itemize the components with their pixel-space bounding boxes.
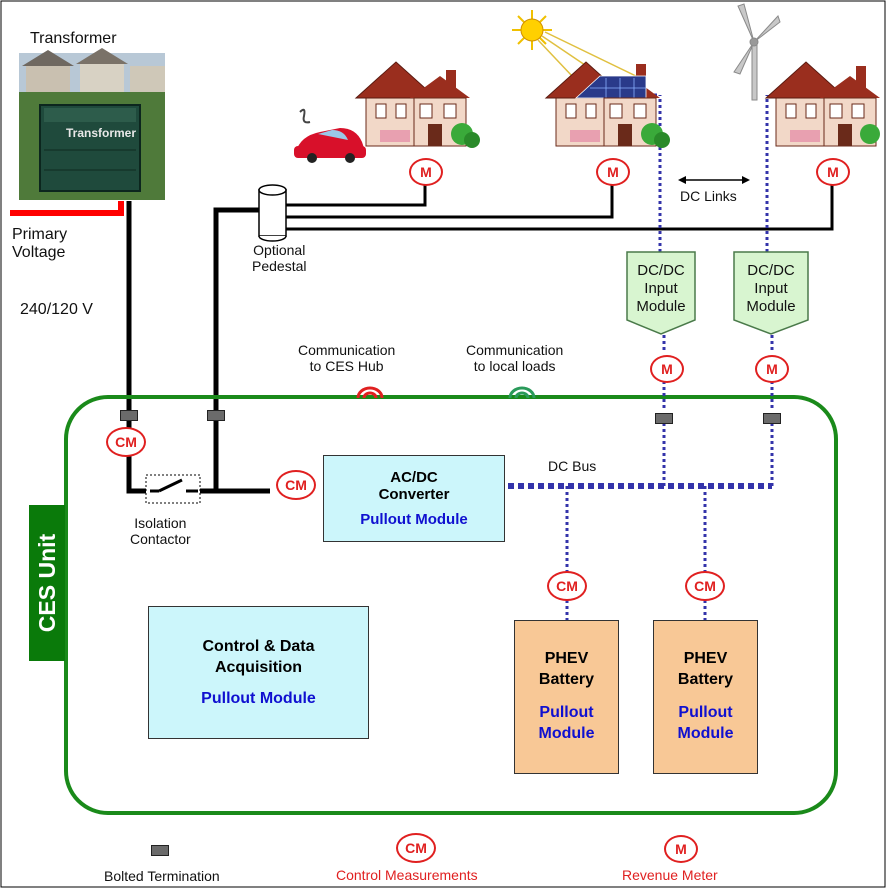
control-meter-phev-2: CM (685, 571, 725, 601)
ces-unit-label: CES Unit (33, 533, 60, 633)
comm-local-icon (508, 386, 536, 399)
phev-1-pullout-label: Pullout Module (538, 704, 595, 742)
pedestal-icon (258, 184, 287, 242)
comm-hub-icon (356, 386, 384, 399)
legend-m-label: Revenue Meter (622, 867, 718, 883)
phev-2-pullout-label: Pullout Module (677, 704, 734, 742)
revenue-meter-dcdc-right: M (755, 355, 789, 383)
legend-bolted-label: Bolted Termination (104, 868, 220, 884)
comm-ces-hub-label: Communication to CES Hub (298, 342, 396, 375)
phev-battery-2-module: PHEV Battery Pullout Module (653, 620, 758, 774)
house-2-icon (544, 61, 670, 148)
dcdc-left-module: DC/DC Input Module (636, 262, 686, 315)
primary-voltage-label: Primary Voltage (12, 226, 68, 262)
revenue-meter-house-1: M (409, 158, 443, 186)
legend-m-symbol: M (664, 835, 698, 863)
ces-unit-tab (29, 505, 65, 661)
bolted-termination-pedestal (207, 410, 225, 421)
control-title: Control & Data Acquisition (202, 637, 315, 676)
revenue-meter-house-2: M (596, 158, 630, 186)
service-voltage-label: 240/120 V (20, 301, 93, 318)
acdc-converter-module: AC/DC Converter Pullout Module (323, 455, 505, 542)
dcdc-left-shape (626, 251, 696, 335)
optional-pedestal-label: Optional Pedestal (252, 242, 307, 275)
control-meter-acdc: CM (276, 470, 316, 500)
dc-links-label: DC Links (680, 188, 737, 204)
revenue-meter-house-3: M (816, 158, 850, 186)
isolation-contactor-label: Isolation Contactor (130, 515, 191, 548)
legend-cm-label: Control Measurements (336, 867, 478, 883)
legend-cm-symbol: CM (396, 833, 436, 863)
control-pullout-label: Pullout Module (201, 690, 316, 708)
dc-links-arrow (678, 176, 750, 184)
control-data-module: Control & Data Acquisition Pullout Modul… (148, 606, 369, 739)
dcdc-right-module: DC/DC Input Module (746, 262, 796, 315)
phev-1-title: PHEV Battery (538, 650, 595, 689)
dcdc-right-shape (733, 251, 809, 335)
phev-2-title: PHEV Battery (677, 650, 734, 689)
house-1-icon (354, 61, 480, 148)
phev-battery-1-module: PHEV Battery Pullout Module (514, 620, 619, 774)
revenue-meter-dcdc-left: M (650, 355, 684, 383)
house-3-icon (764, 61, 880, 147)
transformer-plate-label: Transformer (66, 126, 137, 140)
control-meter-service: CM (106, 427, 146, 457)
bolted-termination-service (120, 410, 138, 421)
service-wiring (126, 201, 270, 494)
bolted-termination-dcdc-right (763, 413, 781, 424)
dc-bus-lines (508, 93, 774, 620)
house-feeders (286, 180, 834, 231)
acdc-title: AC/DC Converter (378, 468, 450, 503)
acdc-pullout-label: Pullout Module (360, 511, 468, 529)
transformer-photo (19, 48, 165, 200)
primary-voltage-line (10, 201, 124, 216)
legend-bolted-symbol (151, 845, 169, 856)
dc-bus-label: DC Bus (548, 458, 597, 474)
car-icon (294, 108, 366, 163)
comm-local-loads-label: Communication to local loads (466, 342, 564, 375)
bolted-termination-dcdc-left (655, 413, 673, 424)
wind-turbine-icon (733, 3, 781, 101)
transformer-caption: Transformer (30, 30, 117, 47)
isolation-contactor-icon (145, 474, 201, 504)
control-meter-phev-1: CM (547, 571, 587, 601)
ces-unit-border (64, 395, 838, 815)
